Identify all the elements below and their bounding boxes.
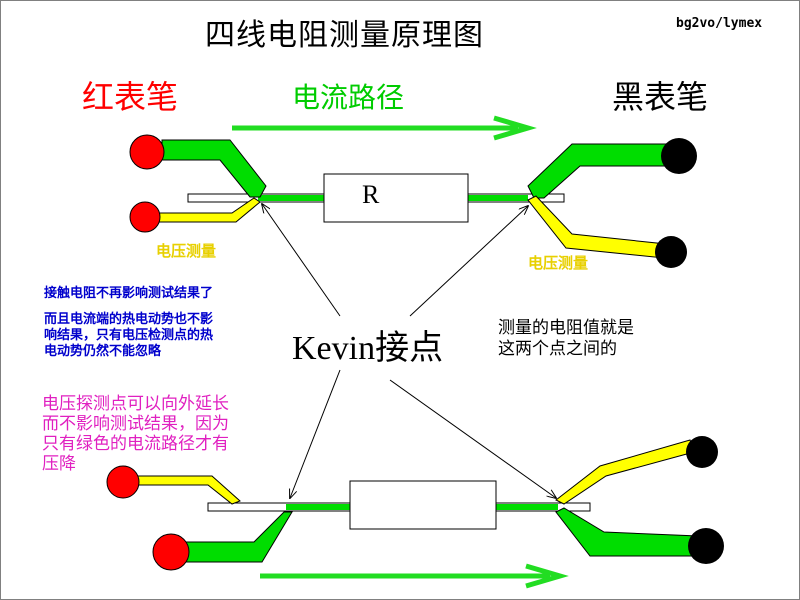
thermal-note-line: 而且电流端的热电动势也不影 (44, 312, 214, 327)
black-probe-voltage-tip-bottom (686, 436, 718, 468)
black-voltage-lead-bottom (555, 439, 695, 505)
black-probe-label: 黑表笔 (612, 78, 709, 116)
black-current-lead-bottom (555, 507, 699, 557)
measured-value-note: 测量的电阻值就是 这两个点之间的 (498, 318, 634, 360)
red-probe-voltage-tip-bottom (106, 465, 140, 499)
black-current-lead (527, 143, 669, 199)
top-circuit (129, 134, 697, 268)
extend-note-line: 而不影响测试结果，因为 (42, 414, 229, 434)
black-probe-tip-bottom (688, 528, 724, 564)
thermal-note-line: 电动势仍然不能忽略 (44, 344, 162, 359)
red-probe-tip-top (129, 134, 165, 170)
measured-note-line: 测量的电阻值就是 (498, 318, 634, 338)
voltage-label-left: 电压测量 (156, 242, 217, 260)
current-strip-right (468, 195, 528, 201)
thermal-note-line: 响结果，只有电压检测点的热 (44, 328, 214, 343)
contact-resistance-note: 接触电阻不再影响测试结果了 (44, 286, 214, 301)
red-probe-tip-bottom (152, 533, 190, 571)
resistor-label: R (362, 180, 380, 209)
measured-note-line: 这两个点之间的 (498, 339, 617, 359)
red-current-lead-bottom (179, 511, 293, 563)
red-probe-label: 红表笔 (82, 78, 179, 116)
current-strip-right-bottom (496, 504, 558, 510)
red-current-lead (161, 139, 267, 198)
resistor-R (323, 173, 469, 223)
voltage-label-right: 电压测量 (528, 254, 589, 272)
bottom-circuit (106, 436, 724, 571)
current-arrow-bottom (260, 563, 569, 589)
author-credit: bg2vo/lymex (676, 16, 763, 31)
extend-note-line: 电压探测点可以向外延长 (42, 394, 229, 414)
resistor-bottom (349, 480, 497, 530)
extend-note-line: 只有绿色的电流路径才有 (42, 434, 229, 454)
page-title: 四线电阻测量原理图 (205, 18, 484, 53)
current-strip-left (258, 195, 324, 201)
extend-note-line: 压降 (42, 454, 76, 474)
red-voltage-lead-bottom (135, 475, 241, 505)
kevin-pointers (262, 204, 556, 498)
black-probe-voltage-tip-top (655, 236, 687, 268)
current-strip-left-bottom (286, 504, 350, 510)
red-probe-voltage-tip-top (129, 201, 161, 233)
extend-probe-note: 电压探测点可以向外延长 而不影响测试结果，因为 只有绿色的电流路径才有 压降 (42, 394, 229, 474)
current-arrow-top (232, 115, 537, 141)
thermal-emf-note: 而且电流端的热电动势也不影 响结果，只有电压检测点的热 电动势仍然不能忽略 (44, 312, 213, 360)
kevin-contact-label: Kevin接点 (292, 330, 444, 367)
black-voltage-lead (527, 195, 667, 259)
current-path-label: 电流路径 (292, 81, 405, 114)
black-probe-tip-top (661, 138, 697, 174)
